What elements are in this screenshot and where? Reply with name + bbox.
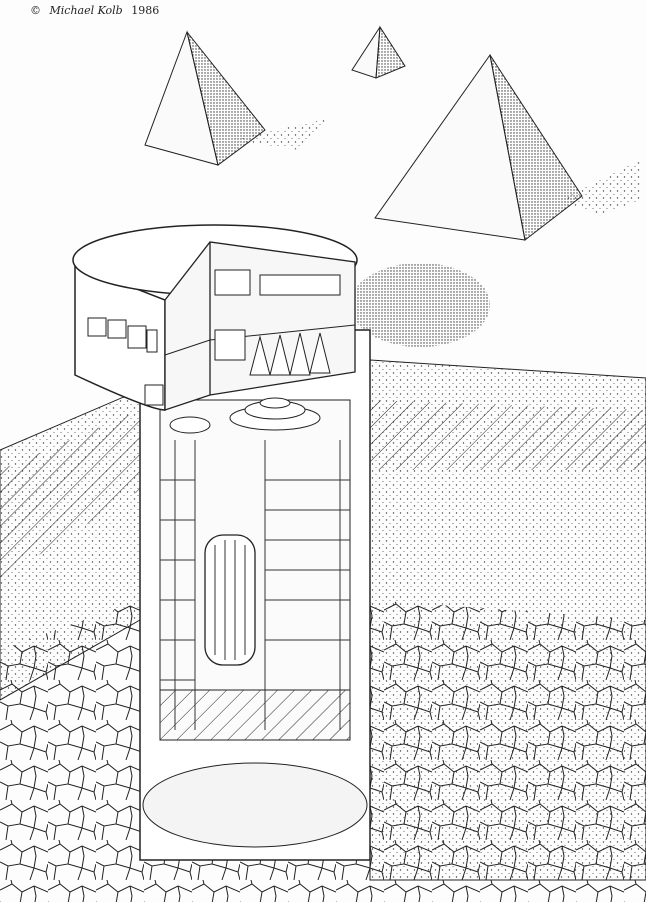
shelves: [160, 479, 350, 681]
copyright-credit: © Michael Kolb 1986: [30, 4, 159, 17]
pyramid-small: [351, 25, 406, 79]
cylinder-shadow: [350, 263, 490, 347]
shaft: [139, 329, 371, 861]
reactor-vessel: [204, 534, 256, 666]
artist-signature: Michael Kolb: [49, 4, 123, 17]
copyright-symbol: ©: [30, 4, 41, 17]
windows: [87, 317, 164, 406]
dome-unit: [169, 397, 321, 434]
cones: [249, 332, 331, 376]
pyramid-large: [374, 53, 640, 241]
ground-cross-section: [0, 359, 646, 902]
surface-building: [72, 224, 358, 411]
year: 1986: [131, 4, 160, 17]
pyramid-left: [144, 30, 330, 166]
